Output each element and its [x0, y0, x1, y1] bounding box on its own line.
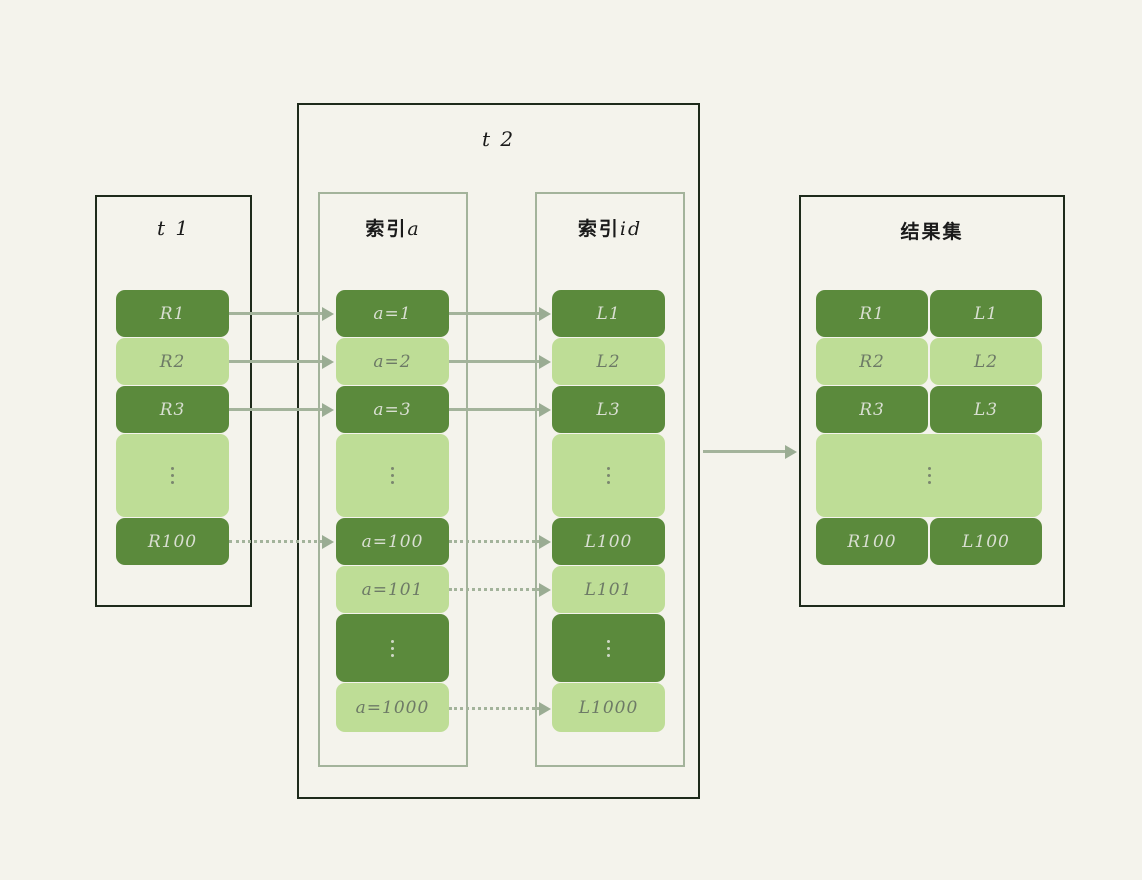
- container-t1-title: t 1: [156, 216, 191, 240]
- result-row-5-left: R100: [816, 518, 928, 565]
- index-id-row-2-label: L2: [596, 351, 621, 372]
- arrow-a100-to-l100: [449, 540, 540, 543]
- index-id-row-2: L2: [552, 338, 665, 385]
- arrow-head-a2-to-l2: [539, 355, 551, 369]
- index-id-row-3-label: L3: [596, 399, 621, 420]
- vertical-ellipsis-icon: [607, 467, 610, 484]
- index-a-row-ellipsis-upper: [336, 434, 449, 517]
- container-index-id-title: 索引id: [537, 214, 683, 241]
- t1-row-ellipsis: [116, 434, 229, 517]
- t1-row-r2: R2: [116, 338, 229, 385]
- result-row-3-left-label: R3: [859, 399, 885, 420]
- result-row-2-right: L2: [930, 338, 1042, 385]
- index-a-row-2-label: a=2: [373, 351, 412, 372]
- index-id-row-ellipsis-lower: [552, 614, 665, 682]
- arrow-t2-to-result-set: [703, 450, 786, 453]
- container-index-id-title-cjk: 索引: [577, 218, 620, 240]
- t1-row-r2-label: R2: [159, 351, 186, 372]
- result-row-ellipsis: [816, 434, 1042, 517]
- vertical-ellipsis-icon: [391, 639, 394, 657]
- arrow-a101-to-l101: [449, 588, 540, 591]
- t1-row-r1-label: R1: [159, 303, 186, 324]
- arrow-head-a1000-to-l1000: [539, 702, 551, 716]
- result-row-1-left-label: R1: [859, 303, 885, 324]
- arrow-head-r3-to-a3: [322, 403, 334, 417]
- arrow-r1-to-a1: [229, 312, 323, 315]
- vertical-ellipsis-icon: [927, 467, 931, 484]
- index-id-row-1000: L1000: [552, 683, 665, 732]
- arrow-a2-to-l2: [449, 360, 540, 363]
- index-a-row-1-label: a=1: [373, 303, 412, 324]
- result-row-3-left: R3: [816, 386, 928, 433]
- index-id-row-1000-label: L1000: [578, 697, 639, 718]
- arrow-r3-to-a3: [229, 408, 323, 411]
- result-row-5-right-label: L100: [962, 531, 1010, 552]
- index-id-row-1: L1: [552, 290, 665, 337]
- index-id-row-101: L101: [552, 566, 665, 613]
- index-a-row-1000: a=1000: [336, 683, 449, 732]
- arrow-a1000-to-l1000: [449, 707, 540, 710]
- container-index-a-title-cjk: 索引: [365, 218, 408, 240]
- result-row-2-left: R2: [816, 338, 928, 385]
- vertical-ellipsis-icon: [391, 467, 394, 484]
- result-row-3-right-label: L3: [973, 399, 999, 420]
- result-row-1-right: L1: [930, 290, 1042, 337]
- t1-row-r3: R3: [116, 386, 229, 433]
- index-a-row-101: a=101: [336, 566, 449, 613]
- index-a-row-3-label: a=3: [373, 399, 412, 420]
- t1-row-r3-label: R3: [159, 399, 186, 420]
- container-index-a-title-latin: a: [407, 218, 421, 240]
- arrow-head-a101-to-l101: [539, 583, 551, 597]
- result-row-5-left-label: R100: [847, 531, 897, 552]
- result-row-1-right-label: L1: [973, 303, 999, 324]
- arrow-head-t2-to-result-set: [785, 445, 797, 459]
- result-row-2-left-label: R2: [859, 351, 885, 372]
- vertical-ellipsis-icon: [171, 467, 174, 484]
- index-id-row-1-label: L1: [596, 303, 621, 324]
- container-index-id-title-latin: id: [619, 218, 643, 240]
- result-row-5-right: L100: [930, 518, 1042, 565]
- index-a-row-3: a=3: [336, 386, 449, 433]
- index-id-row-100: L100: [552, 518, 665, 565]
- index-id-row-101-label: L101: [584, 579, 633, 600]
- arrow-a1-to-l1: [449, 312, 540, 315]
- result-row-3-right: L3: [930, 386, 1042, 433]
- index-a-row-1: a=1: [336, 290, 449, 337]
- t1-row-r1: R1: [116, 290, 229, 337]
- index-a-row-101-label: a=101: [361, 579, 424, 600]
- vertical-ellipsis-icon: [607, 639, 610, 657]
- arrow-a3-to-l3: [449, 408, 540, 411]
- index-id-row-3: L3: [552, 386, 665, 433]
- container-index-a-title: 索引a: [320, 214, 466, 241]
- arrow-head-r2-to-a2: [322, 355, 334, 369]
- t1-row-r100: R100: [116, 518, 229, 565]
- index-id-row-100-label: L100: [584, 531, 633, 552]
- result-row-2-right-label: L2: [973, 351, 999, 372]
- index-a-row-ellipsis-lower: [336, 614, 449, 682]
- index-a-row-100: a=100: [336, 518, 449, 565]
- arrow-head-a1-to-l1: [539, 307, 551, 321]
- index-a-row-100-label: a=100: [361, 531, 424, 552]
- container-t2-title: t 2: [481, 127, 516, 151]
- index-a-row-2: a=2: [336, 338, 449, 385]
- arrow-r2-to-a2: [229, 360, 323, 363]
- result-row-1-left: R1: [816, 290, 928, 337]
- container-result-set-title: 结果集: [900, 221, 964, 243]
- arrow-head-r1-to-a1: [322, 307, 334, 321]
- arrow-head-a3-to-l3: [539, 403, 551, 417]
- arrow-r100-to-a100: [229, 540, 323, 543]
- index-a-row-1000-label: a=1000: [355, 697, 430, 718]
- arrow-head-a100-to-l100: [539, 535, 551, 549]
- t1-row-r100-label: R100: [147, 531, 198, 552]
- arrow-head-r100-to-a100: [322, 535, 334, 549]
- index-id-row-ellipsis-upper: [552, 434, 665, 517]
